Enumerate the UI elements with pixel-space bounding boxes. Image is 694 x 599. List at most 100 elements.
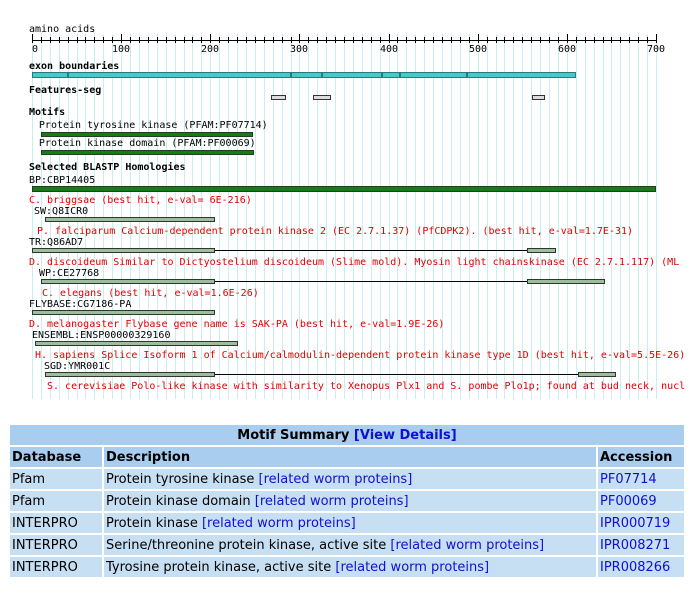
gridline (576, 34, 577, 399)
related-worm-proteins-link[interactable]: [related worm proteins] (254, 493, 409, 509)
gridline (496, 34, 497, 399)
gridline (166, 34, 167, 399)
gridline (442, 34, 443, 399)
description-text: Protein kinase (106, 515, 198, 531)
table-row: INTERPRO Tyrosine protein kinase, active… (10, 557, 684, 577)
table-row: INTERPRO Serine/threonine protein kinase… (10, 535, 684, 555)
table-row: INTERPRO Protein kinase [related worm pr… (10, 513, 684, 533)
motif-summary-table: Motif Summary [View Details] Database De… (8, 423, 686, 579)
related-worm-proteins-link[interactable]: [related worm proteins] (201, 515, 356, 531)
gridline (112, 34, 113, 399)
gridline (594, 34, 595, 399)
table-row: Pfam Protein kinase domain [related worm… (10, 491, 684, 511)
exon-segment (321, 72, 383, 78)
related-worm-proteins-link[interactable]: [related worm proteins] (258, 471, 413, 487)
accession-link[interactable]: PF07714 (600, 471, 657, 487)
homology-connector (214, 374, 578, 375)
gridline (175, 34, 176, 399)
accession-link[interactable]: IPR000719 (600, 515, 671, 531)
gridline (540, 34, 541, 399)
gridline (433, 34, 434, 399)
axis-tick (567, 34, 568, 43)
axis-tick-label: 400 (380, 44, 399, 55)
motif-summary-title-cell: Motif Summary [View Details] (10, 425, 684, 445)
axis-tick-label: 500 (469, 44, 488, 55)
homology-block (45, 217, 215, 222)
gridline (629, 34, 630, 399)
accession-link[interactable]: PF00069 (600, 493, 657, 509)
cell-description: Tyrosine protein kinase, active site [re… (104, 557, 596, 577)
homology-description: C. elegans (best hit, e-val=1.6E-26) (42, 288, 259, 299)
homology-block (32, 310, 215, 315)
axis-tick-label: 200 (201, 44, 220, 55)
motif-bar (40, 150, 254, 155)
gridline (424, 34, 425, 399)
cell-description: Protein kinase [related worm proteins] (104, 513, 596, 533)
gridline (371, 34, 372, 399)
cell-accession: IPR008271 (598, 535, 684, 555)
gridline (77, 34, 78, 399)
section-motifs: Motifs (29, 107, 66, 118)
homology-connector (214, 281, 527, 282)
gridline (282, 34, 283, 399)
gridline (397, 34, 398, 399)
axis-line (32, 40, 656, 41)
homology-id: BP:CBP14405 (29, 175, 96, 186)
section-blastp: Selected BLASTP Homologies (29, 162, 186, 173)
axis-tick (121, 34, 122, 43)
gridline (246, 34, 247, 399)
exon-segment (400, 72, 467, 78)
gridline (103, 34, 104, 399)
gridline (531, 34, 532, 399)
gridline (299, 34, 300, 399)
gridline (68, 34, 69, 399)
gridline (148, 34, 149, 399)
homology-block (34, 341, 238, 346)
header-database: Database (10, 447, 102, 467)
description-text: Tyrosine protein kinase, active site (106, 559, 332, 575)
gridline (638, 34, 639, 399)
cell-database: Pfam (10, 469, 102, 489)
view-details-link[interactable]: [View Details] (353, 427, 457, 443)
homology-description: C. briggsae (best hit, e-val= 6E-216) (29, 195, 252, 206)
section-features-seg: Features-seg (29, 85, 102, 96)
gridline (549, 34, 550, 399)
seg-feature (532, 95, 546, 100)
gridline (380, 34, 381, 399)
related-worm-proteins-link[interactable]: [related worm proteins] (390, 537, 545, 553)
description-text: Protein kinase domain (106, 493, 251, 509)
homology-block (526, 279, 606, 284)
gridline (219, 34, 220, 399)
homology-description: P. falciparum Calcium-dependent protein … (37, 226, 634, 237)
cell-description: Serine/threonine protein kinase, active … (104, 535, 596, 555)
homology-block (577, 372, 616, 377)
gridline (487, 34, 488, 399)
exon-segment (290, 72, 322, 78)
motif-bar (40, 132, 254, 137)
axis-tick (299, 34, 300, 43)
gridline (273, 34, 274, 399)
homology-description: D. melanogaster Flybase gene name is SAK… (29, 319, 445, 330)
gridline (406, 34, 407, 399)
related-worm-proteins-link[interactable]: [related worm proteins] (335, 559, 490, 575)
homology-id: WP:CE27768 (39, 268, 100, 279)
accession-link[interactable]: IPR008271 (600, 537, 671, 553)
homology-connector (214, 250, 527, 251)
homology-block (32, 248, 215, 253)
homology-description: S. cerevisiae Polo-like kinase with simi… (47, 381, 686, 392)
exon-segment (32, 72, 68, 78)
gridline (317, 34, 318, 399)
gridline (308, 34, 309, 399)
exon-segment (382, 72, 401, 78)
homology-id: SW:Q8ICR0 (34, 206, 89, 217)
axis-tick (32, 34, 33, 43)
cell-accession: IPR008266 (598, 557, 684, 577)
gridline (228, 34, 229, 399)
gridline (353, 34, 354, 399)
gridline (237, 34, 238, 399)
gridline (478, 34, 479, 399)
accession-link[interactable]: IPR008266 (600, 559, 671, 575)
homology-block (40, 279, 215, 284)
axis-tick-label: 100 (112, 44, 131, 55)
